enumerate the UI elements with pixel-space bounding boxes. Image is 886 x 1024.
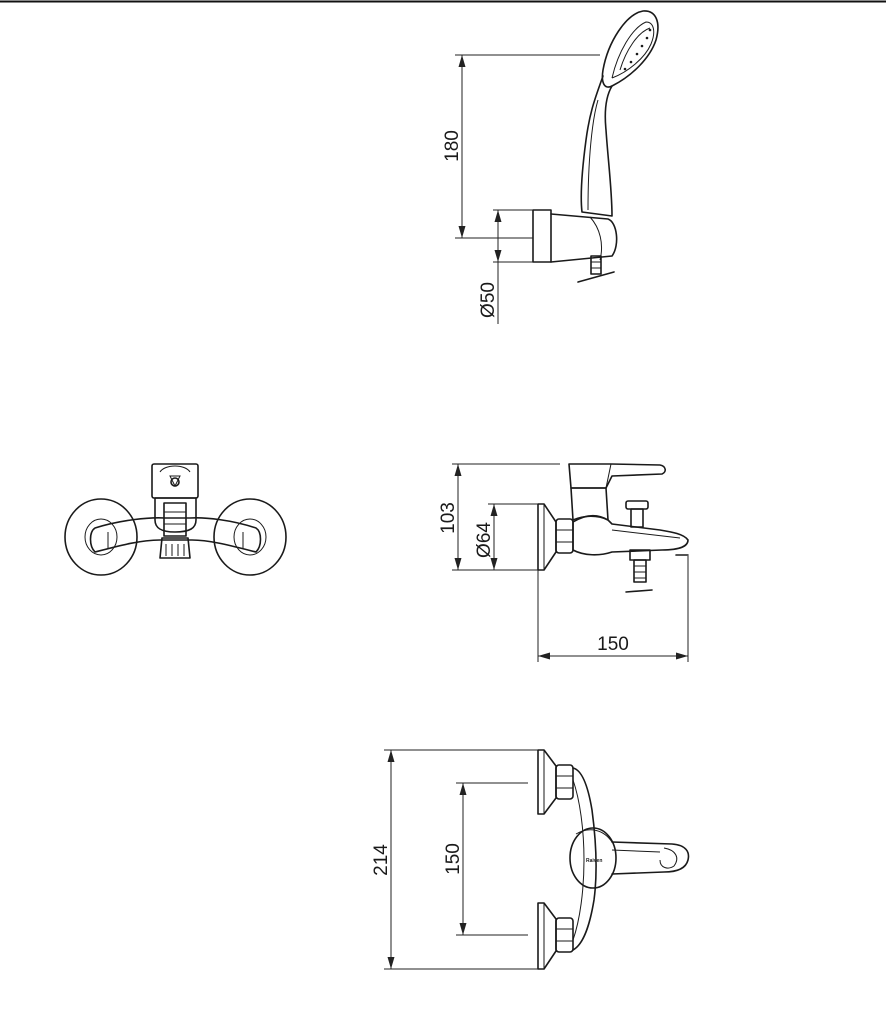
dimension-hand-shower-height: 180: [442, 54, 600, 239]
dimension-150-projection-label: 150: [597, 634, 629, 655]
shower-holder-body: [550, 213, 618, 263]
dimension-holder-diameter: Ø50: [478, 209, 533, 324]
shower-nozzles: [623, 28, 652, 71]
mixer-front-view: [64, 463, 287, 576]
shower-holder-plate: [532, 209, 552, 263]
top-escutcheon-upper: [537, 749, 557, 815]
top-lever: [611, 841, 690, 875]
lever-front: [151, 463, 199, 499]
shower-head: [601, 10, 659, 88]
brand-mark: Raiven: [586, 858, 602, 864]
side-nut: [555, 518, 574, 554]
cartridge-housing: [154, 497, 197, 533]
side-escutcheon: [537, 503, 557, 571]
shower-handle: [580, 75, 613, 217]
top-nut-lower: [555, 917, 574, 953]
top-nut-upper: [555, 764, 574, 800]
mixer-side-view: [537, 463, 689, 593]
dimension-center-distance: 150: [443, 782, 528, 936]
dimension-outlet-diameter: Ø64: [474, 503, 538, 570]
right-escutcheon: [213, 498, 287, 576]
dimension-103-label: 103: [438, 502, 459, 534]
left-escutcheon: [64, 498, 138, 576]
outlet-front: [159, 537, 191, 559]
dimension-214-label: 214: [371, 844, 392, 876]
dimension-mixer-height: 103: [438, 463, 560, 571]
top-cartridge: [569, 827, 617, 889]
side-cartridge: [570, 487, 609, 521]
top-escutcheon-lower: [537, 902, 557, 970]
diverter-front: [163, 502, 187, 537]
side-diverter-knob: [625, 500, 649, 510]
mixer-body-front: [89, 517, 262, 553]
side-lever: [568, 463, 666, 489]
top-body: [572, 767, 597, 951]
dimension-o64-label: Ø64: [474, 522, 495, 558]
mixer-top-view: Raiven: [537, 749, 690, 970]
dimension-overall-width: 214: [371, 749, 538, 970]
dimension-180-label: 180: [442, 130, 463, 162]
hand-shower-view: [532, 10, 659, 283]
shower-head-face: [611, 21, 655, 79]
dimension-150-center-label: 150: [443, 843, 464, 875]
hose-connector: [590, 255, 602, 275]
dimension-projection: 150: [537, 556, 689, 662]
dimension-o50-label: Ø50: [478, 282, 499, 318]
